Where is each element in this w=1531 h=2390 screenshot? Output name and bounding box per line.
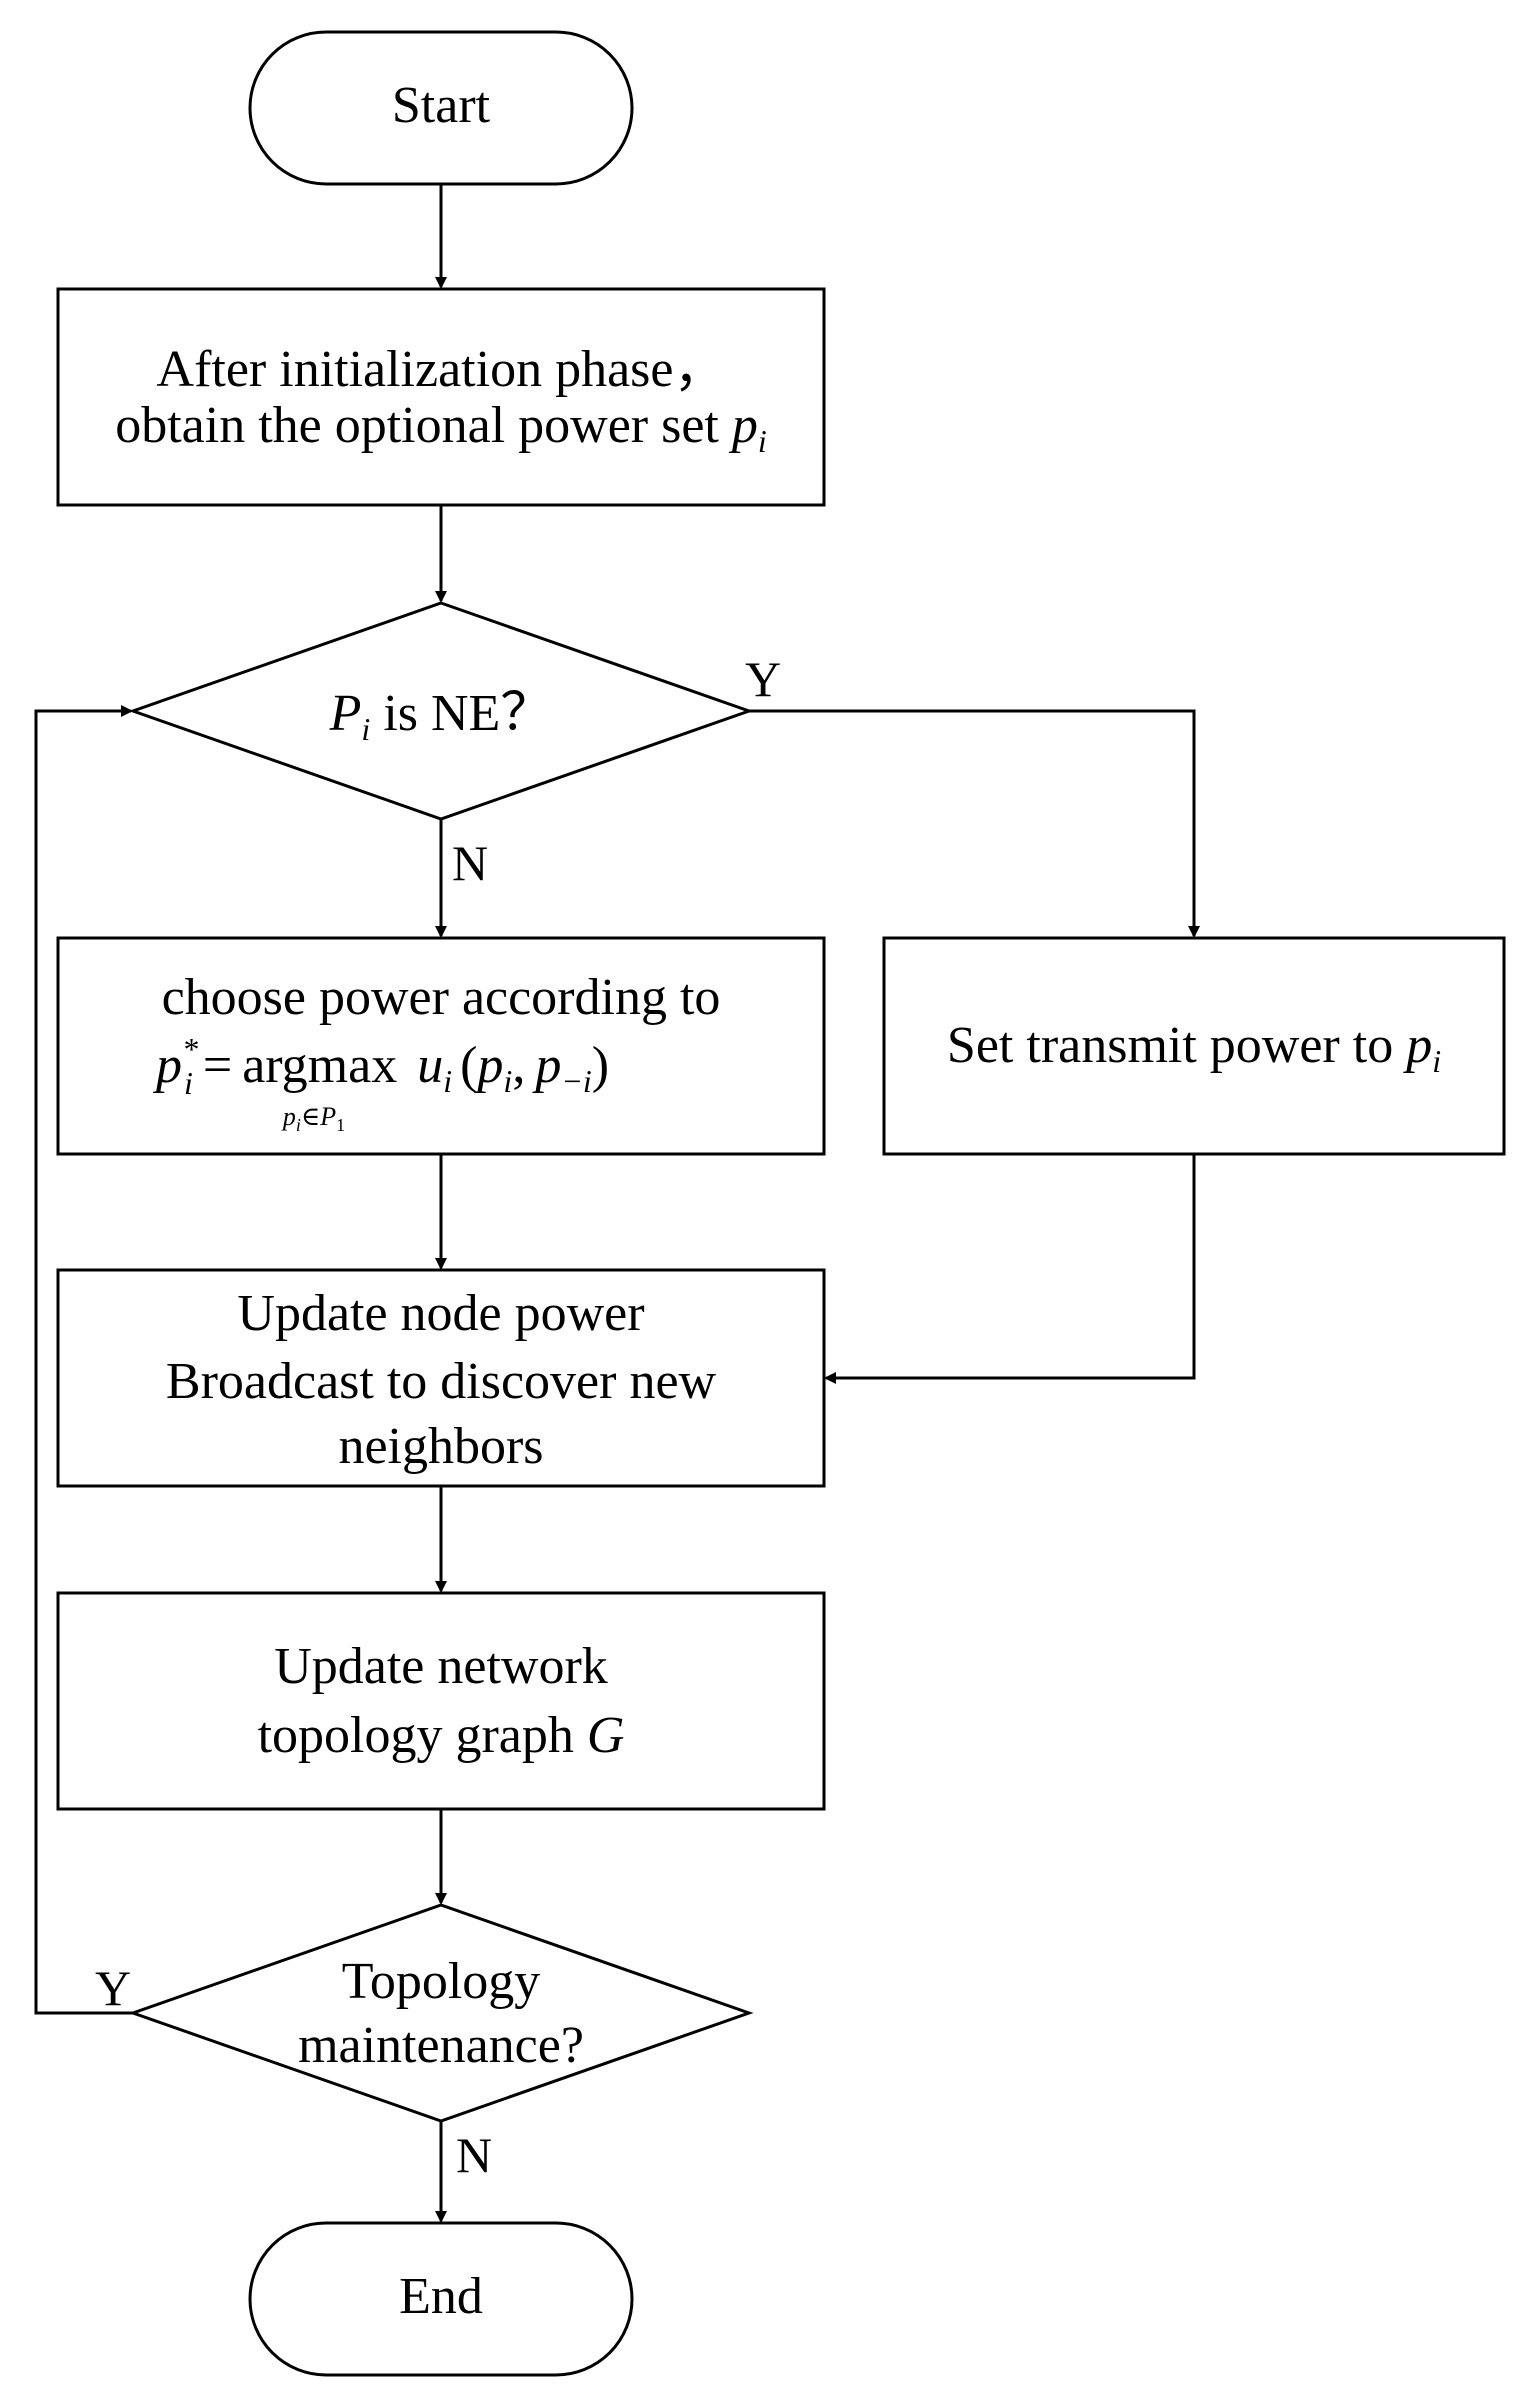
update-node-line2: Broadcast to discover new (166, 1353, 717, 1410)
formula-lhs-sup: * (182, 1031, 198, 1067)
formula-arg1-sub: i (503, 1063, 512, 1099)
decision-topo-line1: Topology (342, 1953, 541, 2010)
update-topology-node: Update network topology graph G (56, 1591, 826, 1811)
update-topology-text: topology graph (258, 1707, 587, 1764)
decision-topo-shape (128, 1903, 754, 2123)
edge-label-ne-no: N (452, 835, 488, 891)
edge-label-ne-yes: Y (745, 651, 781, 707)
formula-open: ( (460, 1037, 477, 1094)
formula-lhs-var: p (152, 1037, 182, 1094)
choose-power-line1: choose power according to (162, 969, 721, 1026)
end-shape (248, 2221, 634, 2377)
init-line1: After initialization phase， (157, 341, 726, 398)
formula-arg2-sub: −i (561, 1063, 591, 1099)
formula-under-in: ∈ (301, 1102, 320, 1131)
formula-arg2: p (531, 1037, 561, 1094)
formula-eq: = (203, 1037, 232, 1094)
formula-close: ) (592, 1037, 609, 1094)
formula-under-sub: i (296, 1115, 301, 1135)
edge-decision-setpower (749, 709, 1200, 938)
decision-ne-var: P (329, 685, 362, 742)
decision-ne-sub: i (361, 711, 370, 747)
update-topology-var: G (587, 1707, 625, 1764)
set-power-shape (882, 936, 1506, 1156)
init-var-sub: i (758, 423, 767, 459)
set-power-label: Set transmit power to pi (947, 1017, 1441, 1079)
formula-func-sub: i (443, 1063, 452, 1099)
update-topology-line1: Update network (274, 1638, 608, 1695)
formula-lhs-sub: i (184, 1065, 193, 1101)
update-node-line3: neighbors (338, 1418, 543, 1475)
edge-setpower-update (824, 1154, 1196, 1384)
decision-ne-text: is NE？ (370, 685, 552, 742)
decision-ne-label: Pi is NE？ (329, 685, 553, 747)
init-node: After initialization phase， obtain the o… (56, 287, 826, 507)
init-line2-text: obtain the optional power set (115, 397, 732, 454)
decision-ne-node: Pi is NE？ (128, 601, 754, 821)
edge-label-topo-no: N (456, 2127, 492, 2183)
formula-comma: , (512, 1037, 525, 1094)
update-node-line1: Update node power (237, 1285, 644, 1342)
set-power-var: p (1402, 1017, 1432, 1074)
edge-label-topo-yes: Y (95, 1960, 131, 2016)
end-node: End (248, 2221, 634, 2377)
decision-topo-node: Topology maintenance? (128, 1903, 754, 2123)
formula-func: u (417, 1037, 443, 1094)
decision-topo-line2: maintenance? (298, 2017, 584, 2074)
formula-under-var: p (281, 1102, 296, 1131)
edge-loop-back (34, 705, 133, 2015)
set-power-text: Set transmit power to (947, 1017, 1406, 1074)
end-label: End (399, 2268, 483, 2325)
set-power-sub: i (1432, 1043, 1441, 1079)
formula-arg1: p (473, 1037, 503, 1094)
formula-under: pi∈P1 (281, 1102, 345, 1135)
init-var-p: p (728, 397, 758, 454)
update-topology-line2: topology graph G (258, 1707, 625, 1764)
init-line2: obtain the optional power set pi (115, 397, 767, 459)
init-shape (56, 287, 826, 507)
update-node-node: Update node power Broadcast to discover … (56, 1268, 826, 1488)
formula-op: argmax (242, 1037, 397, 1094)
set-power-node: Set transmit power to pi (882, 936, 1506, 1156)
update-topology-shape (56, 1591, 826, 1811)
start-label: Start (392, 77, 491, 134)
formula-under-set-sub: 1 (336, 1115, 345, 1135)
choose-power-shape (56, 936, 826, 1156)
start-node: Start (248, 30, 634, 186)
formula-under-set: P (319, 1102, 336, 1131)
